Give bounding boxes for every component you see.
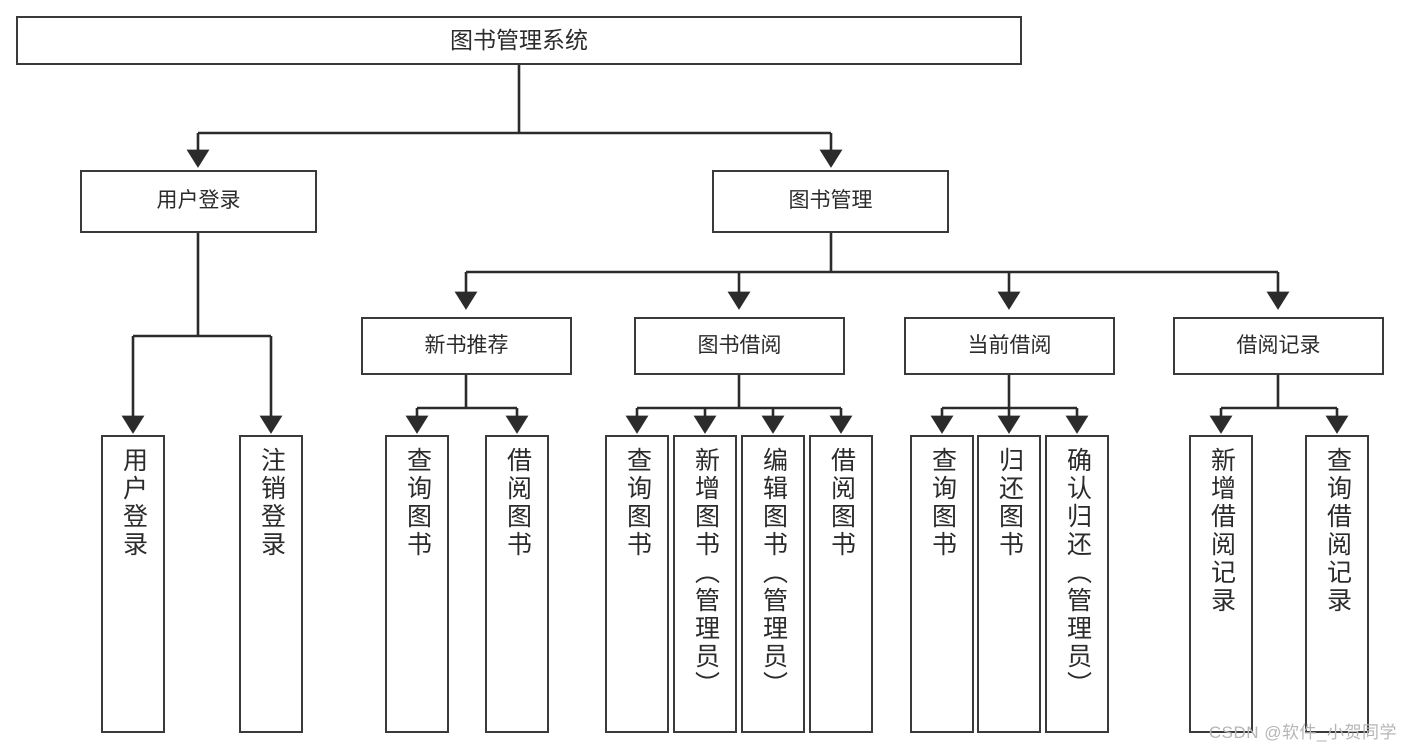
node-current-borrow[interactable]: 当前借阅	[904, 317, 1115, 375]
node-borrow-records[interactable]: 借阅记录	[1173, 317, 1384, 375]
node-label: 借阅记录	[1236, 333, 1321, 357]
node-label: 图书管理系统	[450, 27, 588, 54]
node-label: 查询图书	[623, 447, 652, 559]
node-label: 新增借阅记录	[1207, 447, 1236, 615]
node-leaf-borrow-add[interactable]: 新增图书（管理员）	[673, 435, 737, 733]
node-label: 注销登录	[257, 447, 286, 559]
node-label: 确认归还（管理员）	[1063, 447, 1092, 699]
node-label: 编辑图书（管理员）	[759, 447, 788, 699]
node-leaf-newbook-query[interactable]: 查询图书	[385, 435, 449, 733]
node-label: 新书推荐	[424, 333, 509, 357]
node-label: 用户登录	[156, 189, 241, 213]
node-label: 图书管理	[788, 189, 873, 213]
node-label: 借阅图书	[503, 447, 532, 559]
node-label: 查询借阅记录	[1323, 447, 1352, 615]
node-root[interactable]: 图书管理系统	[16, 16, 1022, 65]
node-label: 归还图书	[995, 447, 1024, 559]
node-label: 图书借阅	[697, 333, 782, 357]
node-leaf-records-add[interactable]: 新增借阅记录	[1189, 435, 1253, 733]
node-label: 用户登录	[119, 447, 148, 559]
watermark: CSDN @软件_小贺同学	[1208, 723, 1397, 742]
node-label: 借阅图书	[827, 447, 856, 559]
node-book-borrow[interactable]: 图书借阅	[634, 317, 845, 375]
node-leaf-current-return[interactable]: 归还图书	[977, 435, 1041, 733]
node-label: 查询图书	[403, 447, 432, 559]
node-leaf-borrow-edit[interactable]: 编辑图书（管理员）	[741, 435, 805, 733]
node-leaf-borrow-borrow[interactable]: 借阅图书	[809, 435, 873, 733]
node-new-book-recommend[interactable]: 新书推荐	[361, 317, 572, 375]
node-label: 新增图书（管理员）	[691, 447, 720, 699]
node-leaf-user-logout[interactable]: 注销登录	[239, 435, 303, 733]
node-leaf-newbook-borrow[interactable]: 借阅图书	[485, 435, 549, 733]
node-leaf-borrow-query[interactable]: 查询图书	[605, 435, 669, 733]
node-leaf-records-query[interactable]: 查询借阅记录	[1305, 435, 1369, 733]
node-user-login[interactable]: 用户登录	[80, 170, 317, 233]
node-leaf-user-login[interactable]: 用户登录	[101, 435, 165, 733]
node-label: 当前借阅	[967, 333, 1052, 357]
node-leaf-current-query[interactable]: 查询图书	[910, 435, 974, 733]
node-label: 查询图书	[928, 447, 957, 559]
node-book-management[interactable]: 图书管理	[712, 170, 949, 233]
node-leaf-current-confirm[interactable]: 确认归还（管理员）	[1045, 435, 1109, 733]
